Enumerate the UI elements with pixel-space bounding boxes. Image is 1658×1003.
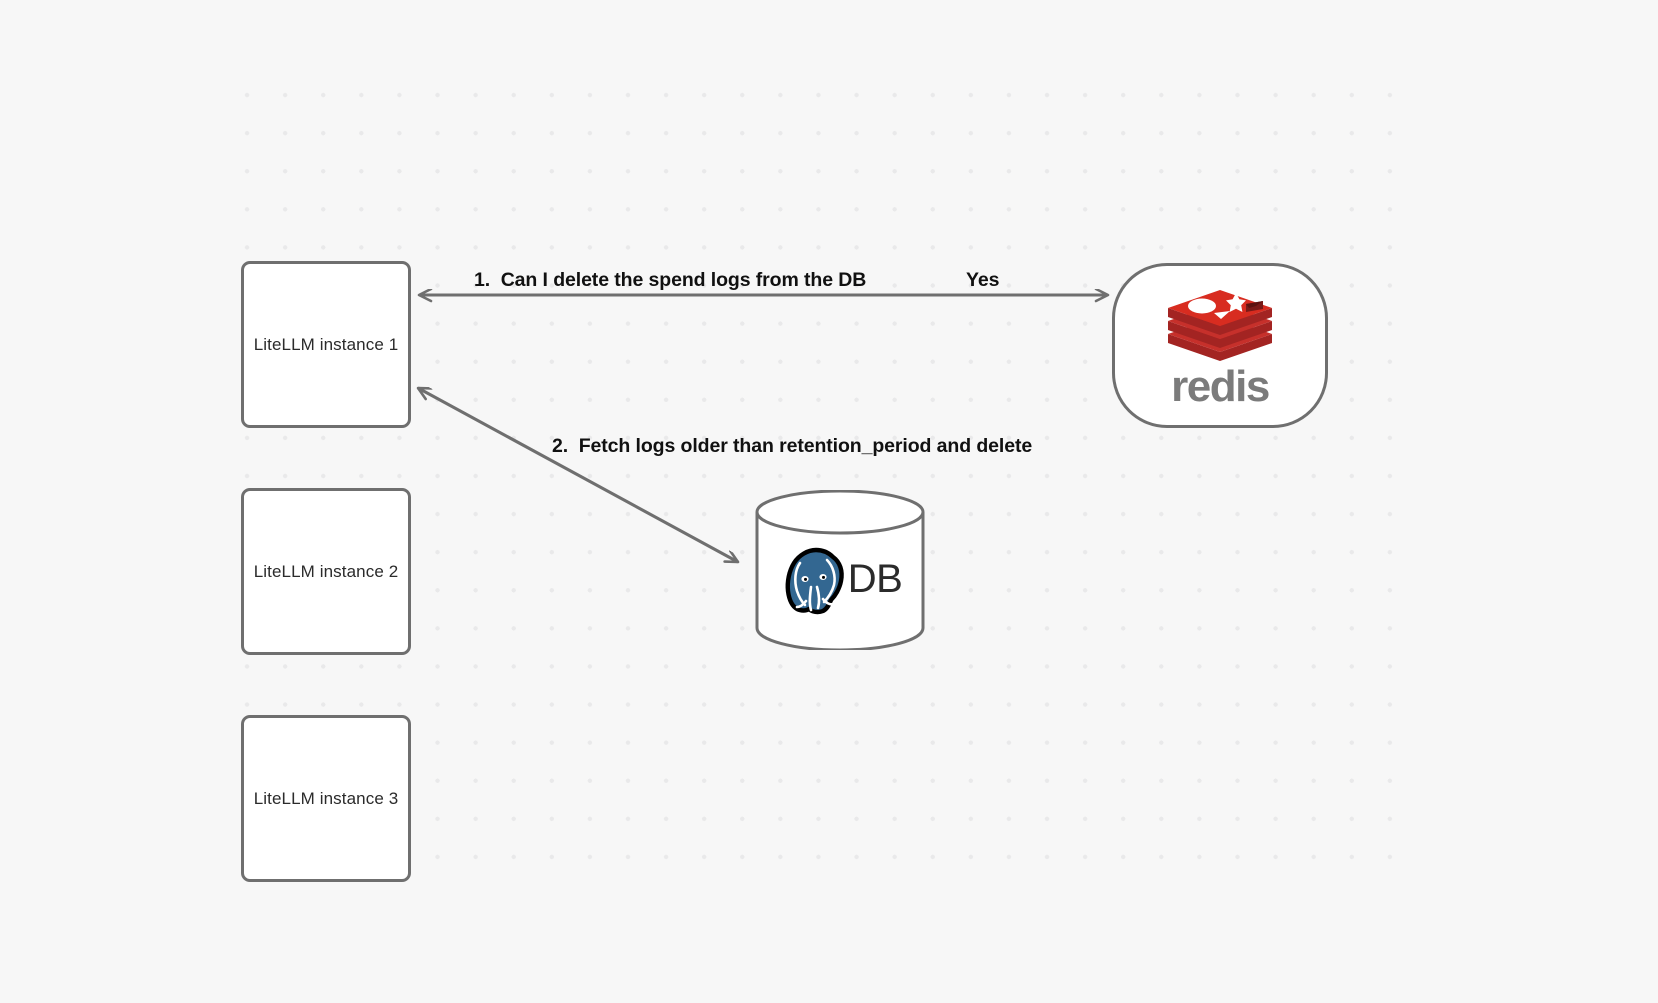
node-litellm-instance-3[interactable]: LiteLLM instance 3 xyxy=(241,715,411,882)
redis-wordmark: redis xyxy=(1171,361,1270,411)
node-label: LiteLLM instance 2 xyxy=(253,561,399,581)
postgresql-elephant-icon xyxy=(785,547,844,615)
node-database[interactable]: DB xyxy=(754,490,926,650)
db-label: DB xyxy=(847,556,903,601)
node-litellm-instance-1[interactable]: LiteLLM instance 1 xyxy=(241,261,411,428)
edge-label-step-1: 1. Can I delete the spend logs from the … xyxy=(474,269,867,291)
node-label: LiteLLM instance 3 xyxy=(253,788,399,808)
edge-label-step-1-reply: Yes xyxy=(966,269,1000,291)
db-label-group: DB xyxy=(754,544,926,615)
edge-instance1-db xyxy=(418,386,738,564)
node-label: LiteLLM instance 1 xyxy=(253,334,399,354)
redis-logo-icon xyxy=(1168,289,1272,361)
redis-logo-group: redis xyxy=(1164,285,1276,409)
node-redis[interactable]: redis xyxy=(1112,263,1328,428)
node-litellm-instance-2[interactable]: LiteLLM instance 2 xyxy=(241,488,411,655)
edge-label-step-2: 2. Fetch logs older than retention_perio… xyxy=(552,435,1033,457)
